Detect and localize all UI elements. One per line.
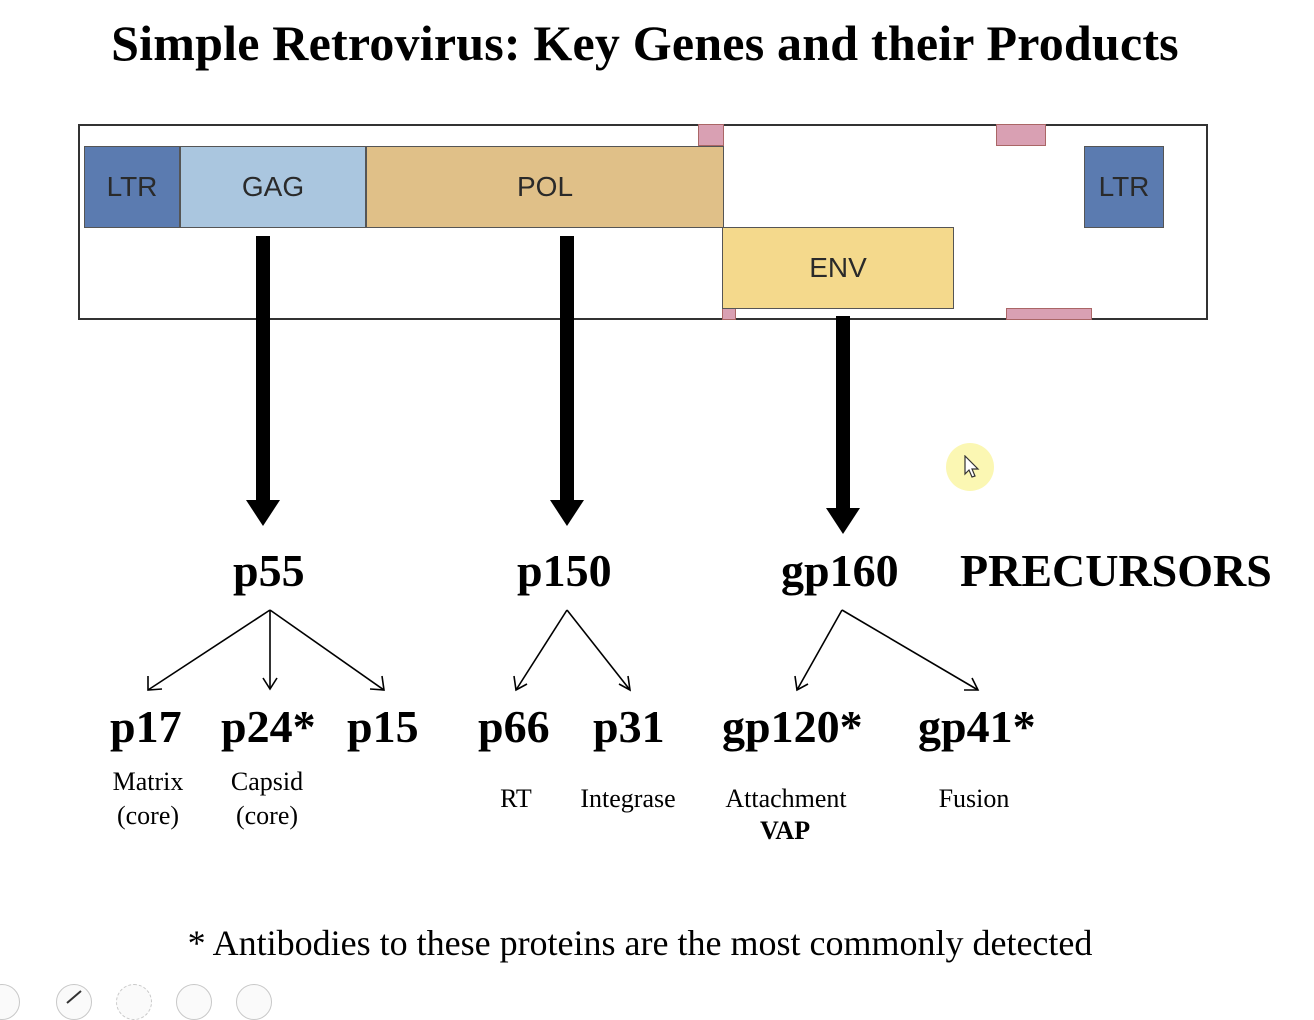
branch-p55-p17 [147,609,271,691]
precursor-gp160: gp160 [781,545,899,596]
desc-p17-line1: Matrix [112,767,184,796]
product-gp120: gp120* [722,701,863,752]
desc-p24-line1: Capsid [230,767,304,796]
precursor-p150: p150 [517,545,612,596]
gene-ltr-right: LTR [1084,146,1164,228]
desc-gp120-vap: VAP [760,816,811,845]
gene-pol: POL [366,146,724,228]
tip-p66 [513,675,528,692]
screen-options-icon[interactable] [236,984,272,1020]
pointer-icon [964,455,980,478]
arrow-pol-shaft [560,236,574,506]
product-p66: p66 [478,701,550,752]
footnote: * Antibodies to these proteins are the m… [187,923,1093,963]
product-p31: p31 [593,701,665,752]
arrow-gag-shaft [256,236,270,506]
marker-top-1 [698,124,724,146]
gene-env: ENV [722,227,954,309]
tip-p17 [147,676,163,691]
branch-p150-p66 [515,609,568,691]
marker-bottom-2 [1006,308,1092,320]
marker-top-2 [996,124,1046,146]
gene-ltr-left: LTR [84,146,180,228]
arrow-pol-head [550,500,584,526]
desc-p17: Matrix (core) [98,765,198,833]
slideshow-toolbar [0,984,300,1020]
precursor-p55: p55 [233,545,305,596]
branch-p150-p31 [566,609,631,691]
tip-p15 [369,675,385,691]
tip-p24 [262,677,278,691]
branch-gp160-gp41 [841,609,979,691]
tip-gp120 [794,675,809,692]
arrow-env-head [826,508,860,534]
gene-gag: GAG [180,146,366,228]
branch-gp160-gp120 [796,609,843,691]
desc-p24-line2: (core) [235,801,299,830]
slides-grid-icon[interactable] [116,984,152,1020]
desc-p66: RT [500,784,532,813]
tip-p31 [618,675,632,692]
product-p15: p15 [347,701,419,752]
previous-slide-icon[interactable] [0,984,20,1020]
branch-p55-p15 [269,609,385,691]
arrow-gag-head [246,500,280,526]
arrow-env-shaft [836,316,850,514]
tip-gp41 [964,677,980,691]
more-options-icon[interactable] [176,984,212,1020]
desc-p31: Integrase [580,784,676,813]
pen-icon[interactable] [56,984,92,1020]
slide-title: Simple Retrovirus: Key Genes and their P… [111,15,1179,71]
product-p24: p24* [221,701,316,752]
desc-p17-line2: (core) [116,801,180,830]
product-gp41: gp41* [918,701,1036,752]
genome-map: LTR GAG POL ENV LTR [78,124,1208,320]
desc-gp41: Fusion [938,784,1010,813]
desc-p24: Capsid (core) [217,765,317,833]
product-p17: p17 [110,701,182,752]
precursors-label: PRECURSORS [960,545,1272,596]
desc-gp120: Attachment [725,784,847,813]
